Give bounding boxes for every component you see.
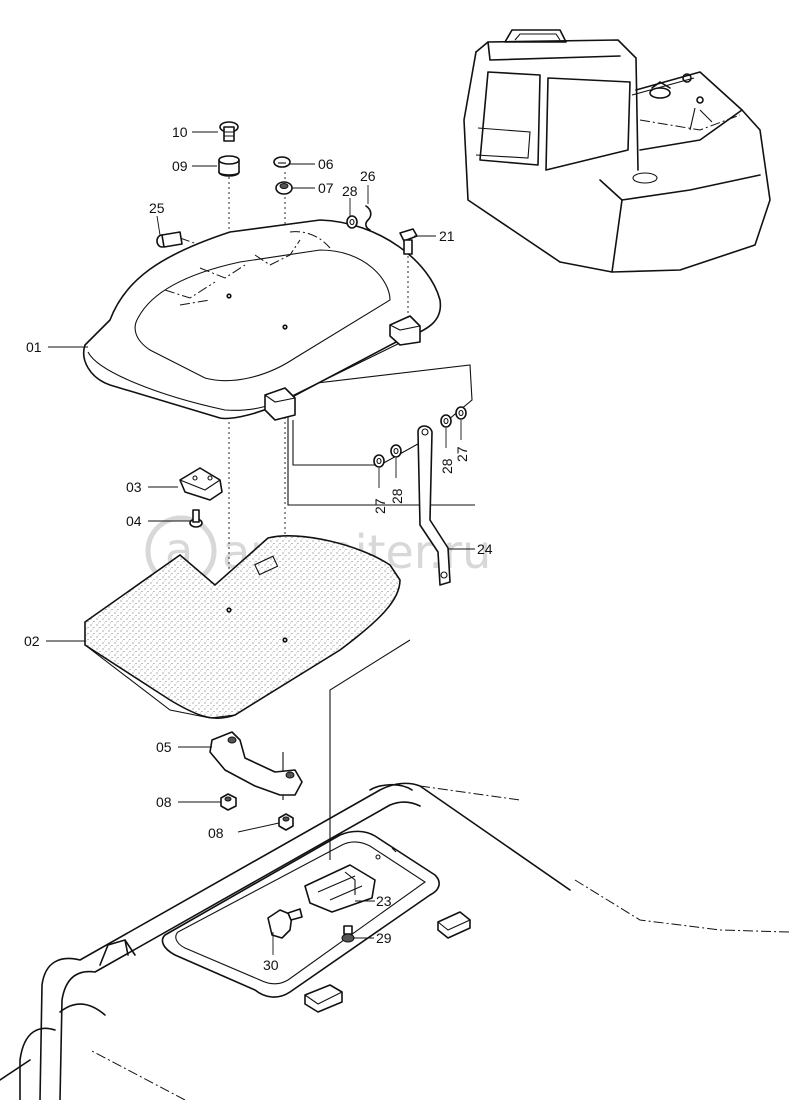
- callout-05: 05: [156, 739, 172, 755]
- part-29-bolt: [341, 925, 355, 943]
- part-28-washer-b: [440, 414, 452, 428]
- part-25-pin: [156, 231, 183, 248]
- part-10-bolt: [219, 121, 239, 142]
- part-01-cover: [83, 219, 442, 420]
- roof-pad-blocks: [304, 911, 471, 1013]
- callout-25: 25: [149, 200, 165, 216]
- callout-28-a: 28: [389, 488, 405, 504]
- roof-hatch-frame: [161, 830, 440, 998]
- callout-08-lower: 08: [208, 825, 224, 841]
- part-27-washer-a: [373, 454, 385, 468]
- callout-28-top: 28: [342, 183, 358, 199]
- part-26-clip: [365, 205, 372, 231]
- callout-29: 29: [376, 930, 392, 946]
- callout-01: 01: [26, 339, 42, 355]
- leader-lines: [46, 131, 475, 955]
- part-28-washer-a: [390, 444, 402, 458]
- callout-04: 04: [126, 513, 142, 529]
- callout-labels: 10 09 06 07 28 26 25 21 01 03 04 28 27 2…: [24, 124, 493, 973]
- callout-03: 03: [126, 479, 142, 495]
- callout-27-a: 27: [372, 498, 388, 514]
- part-23-latch: [304, 864, 376, 913]
- callout-09: 09: [172, 158, 188, 174]
- part-08-nut-lower: [278, 813, 294, 831]
- part-24-stay-bar: [417, 425, 451, 586]
- part-08-nut-upper: [220, 793, 237, 811]
- callout-28-b: 28: [439, 458, 455, 474]
- callout-24: 24: [477, 541, 493, 557]
- callout-26: 26: [360, 168, 376, 184]
- callout-21: 21: [439, 228, 455, 244]
- callout-07: 07: [318, 180, 334, 196]
- callout-27-b: 27: [454, 446, 470, 462]
- callout-10: 10: [172, 124, 188, 140]
- part-02-mat: [84, 535, 401, 720]
- part-05-handle: [209, 731, 303, 796]
- part-09-spacer: [218, 155, 240, 177]
- lid-hinges: [264, 315, 421, 421]
- part-28-washer-top: [346, 215, 358, 229]
- callout-02: 02: [24, 633, 40, 649]
- callout-08-upper: 08: [156, 794, 172, 810]
- part-07-collar: [275, 181, 293, 195]
- part-04-bolt: [189, 509, 203, 528]
- callout-23: 23: [376, 893, 392, 909]
- excavator-inset-view: [463, 29, 771, 273]
- callout-06: 06: [318, 156, 334, 172]
- cab-roof-frame: [0, 782, 789, 1100]
- part-27-washer-b: [455, 406, 467, 420]
- part-06-bolt: [273, 156, 291, 168]
- part-30-knob: [267, 908, 303, 939]
- part-03-bracket: [179, 467, 223, 501]
- callout-30: 30: [263, 957, 279, 973]
